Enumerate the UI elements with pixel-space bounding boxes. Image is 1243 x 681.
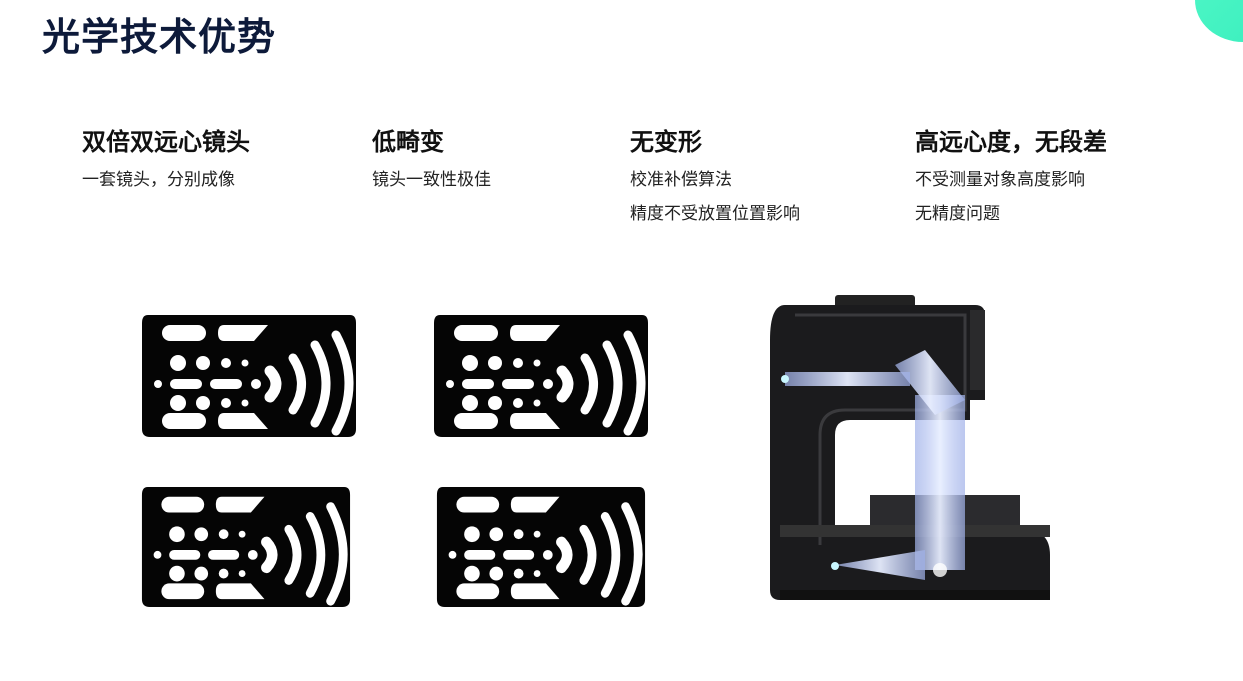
page-title: 光学技术优势: [42, 15, 277, 59]
decorative-corner: [1195, 0, 1243, 42]
calibration-plate-image: [436, 486, 646, 608]
feature-telecentric-lens: 双倍双远心镜头 一套镜头，分别成像: [82, 122, 250, 191]
feature-heading: 高远心度，无段差: [915, 128, 1107, 156]
calibration-plate-image: [142, 315, 356, 437]
feature-heading: 双倍双远心镜头: [82, 128, 250, 156]
feature-text: 镜头一致性极佳: [372, 170, 491, 190]
feature-low-distortion: 低畸变 镜头一致性极佳: [372, 122, 491, 191]
feature-no-deformation: 无变形 校准补偿算法 精度不受放置位置影响: [630, 122, 800, 225]
feature-text: 精度不受放置位置影响: [630, 204, 800, 224]
feature-text: 一套镜头，分别成像: [82, 170, 235, 190]
feature-heading: 低畸变: [372, 128, 444, 156]
calibration-plate-image: [141, 486, 351, 608]
measuring-machine-image: [770, 295, 1050, 600]
feature-text: 校准补偿算法: [630, 170, 732, 190]
feature-heading: 无变形: [630, 128, 702, 156]
feature-high-telecentricity: 高远心度，无段差 不受测量对象高度影响 无精度问题: [915, 122, 1107, 225]
feature-text: 无精度问题: [915, 204, 1000, 224]
feature-text: 不受测量对象高度影响: [915, 170, 1085, 190]
calibration-plate-image: [434, 315, 648, 437]
